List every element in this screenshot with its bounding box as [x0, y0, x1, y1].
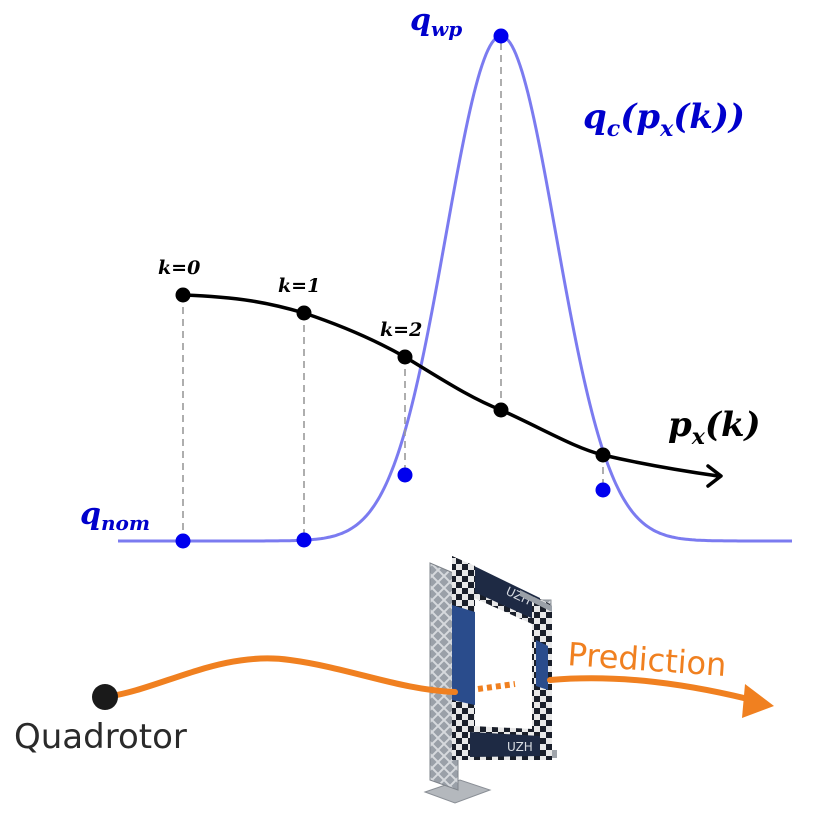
prediction-path-dashed: [477, 681, 516, 692]
trajectory-point-k4: [595, 447, 611, 463]
cost-curve: [118, 34, 792, 543]
prediction-arrowhead-icon: [742, 684, 774, 718]
gate-text-bottom: UZH: [507, 740, 533, 754]
label-quadrotor: Quadrotor: [14, 717, 187, 757]
trajectory-points: [175, 287, 611, 463]
label-p-x: px(k): [668, 405, 761, 450]
cost-point-k0: [175, 533, 191, 549]
trajectory-point-k1: [296, 305, 312, 321]
label-q-c: qc(px(k)): [583, 97, 745, 142]
prediction-path-forward: [547, 675, 763, 705]
label-k2: k=2: [380, 319, 422, 341]
trajectory-arrowhead-icon: [706, 464, 723, 488]
trajectory-curve: [182, 293, 719, 478]
cost-point-wp: [493, 28, 509, 44]
label-k1: k=1: [278, 275, 320, 297]
trajectory-point-k0: [175, 287, 191, 303]
cost-point-k4: [595, 482, 611, 498]
cost-point-k1: [296, 532, 312, 548]
prediction-path-solid: [102, 655, 458, 700]
trajectory-point-k3: [493, 402, 509, 418]
racing-gate-icon: UZH UZH: [423, 556, 557, 804]
quadrotor-icon: [92, 684, 118, 710]
label-k0: k=0: [158, 257, 200, 279]
cost-points: [175, 28, 611, 549]
label-q-nom: qnom: [80, 497, 150, 535]
trajectory-point-k2: [397, 349, 413, 365]
label-q-wp: qwp: [410, 3, 462, 41]
cost-point-k2: [397, 467, 413, 483]
